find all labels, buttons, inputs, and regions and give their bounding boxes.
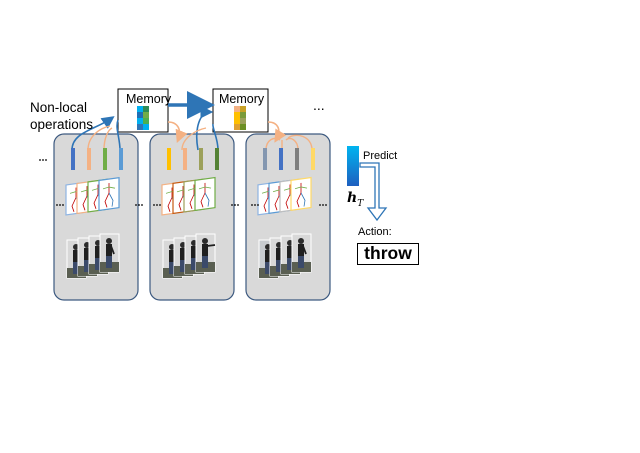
memory-cell	[137, 112, 143, 118]
ellipsis-marks	[39, 159, 327, 206]
memory-cell	[234, 124, 240, 130]
memory-cell	[240, 106, 246, 112]
action-label: Action:	[358, 226, 392, 238]
hidden-state-symbol: h	[347, 190, 358, 206]
feature-bar	[87, 148, 91, 170]
feature-bar	[263, 148, 267, 170]
memory-cell	[240, 118, 246, 124]
feature-bar	[199, 148, 203, 170]
ellipsis-dot	[156, 204, 158, 206]
hidden-state-bar	[347, 146, 359, 186]
memory-label-2: Memory	[219, 92, 265, 106]
feature-bar	[311, 148, 315, 170]
feature-bar	[103, 148, 107, 170]
memory-cell	[240, 112, 246, 118]
ellipsis-dot	[45, 159, 47, 161]
memory-cell	[143, 112, 149, 118]
ellipsis-dot	[141, 204, 143, 206]
memory-cell	[143, 106, 149, 112]
action-output: throw	[357, 243, 419, 265]
ellipsis-dot	[135, 204, 137, 206]
memory-cell	[240, 124, 246, 130]
feature-bar	[119, 148, 123, 170]
link-orange-5	[267, 121, 287, 143]
pose-cards	[65, 176, 312, 216]
feature-bar	[215, 148, 219, 170]
link-orange-8	[285, 137, 299, 151]
ellipsis-dot	[153, 204, 155, 206]
non-local-line1: Non-local	[30, 100, 88, 115]
link-blue-4	[212, 123, 219, 151]
memory-cell	[137, 118, 143, 124]
memory-matrix-2	[234, 106, 246, 130]
non-local-line2: operations	[30, 117, 94, 132]
ellipsis-dot	[56, 204, 58, 206]
ellipsis-dot	[62, 204, 64, 206]
ellipsis-dot	[251, 204, 253, 206]
memory-cell	[137, 124, 143, 130]
video-frame	[99, 233, 120, 273]
ellipsis-dot	[231, 204, 233, 206]
ellipsis-dot	[257, 204, 259, 206]
feature-bar	[183, 148, 187, 170]
video-frames	[66, 233, 312, 279]
feature-bar	[279, 148, 283, 170]
pose-card	[194, 176, 216, 212]
link-orange-3	[167, 121, 188, 143]
link-blue-2	[116, 119, 121, 151]
predict-arrow	[359, 162, 388, 222]
feature-bars	[71, 148, 315, 170]
link-orange-6	[265, 137, 281, 151]
memory-cell	[234, 112, 240, 118]
link-blue-1	[71, 116, 115, 151]
ellipsis-dot	[138, 204, 140, 206]
feature-bar	[71, 148, 75, 170]
pose-card	[290, 176, 312, 212]
ellipsis-dot	[234, 204, 236, 206]
hidden-state-subscript: T	[357, 198, 364, 209]
ellipsis-dot	[42, 159, 44, 161]
pose-card	[98, 176, 120, 212]
link-orange-2	[103, 127, 113, 151]
ellipsis-dot	[319, 204, 321, 206]
memory-matrix-1	[137, 106, 149, 130]
ellipsis-dot	[159, 204, 161, 206]
feature-bar	[295, 148, 299, 170]
video-frame	[291, 233, 312, 273]
non-local-operations-label: Non-local operations	[30, 99, 93, 133]
memory-cell	[143, 118, 149, 124]
link-orange-4	[181, 127, 207, 151]
ellipsis-dot	[325, 204, 327, 206]
memory-label-1: Memory	[126, 92, 172, 106]
memory-cell	[234, 118, 240, 124]
link-blue-3	[195, 105, 214, 151]
link-orange-1	[87, 125, 111, 151]
link-orange-9	[287, 134, 313, 151]
memory-cell	[234, 106, 240, 112]
memory-cell	[137, 106, 143, 112]
video-frame	[195, 233, 216, 273]
ellipsis-dot	[39, 159, 41, 161]
ellipsis-dot	[237, 204, 239, 206]
predict-label: Predict	[363, 150, 398, 162]
hidden-state-label: hT	[347, 190, 363, 209]
top-ellipsis: ...	[313, 97, 325, 113]
ellipsis-dot	[254, 204, 256, 206]
ellipsis-dot	[322, 204, 324, 206]
ellipsis-dot	[59, 204, 61, 206]
memory-cell	[143, 124, 149, 130]
feature-bar	[167, 148, 171, 170]
